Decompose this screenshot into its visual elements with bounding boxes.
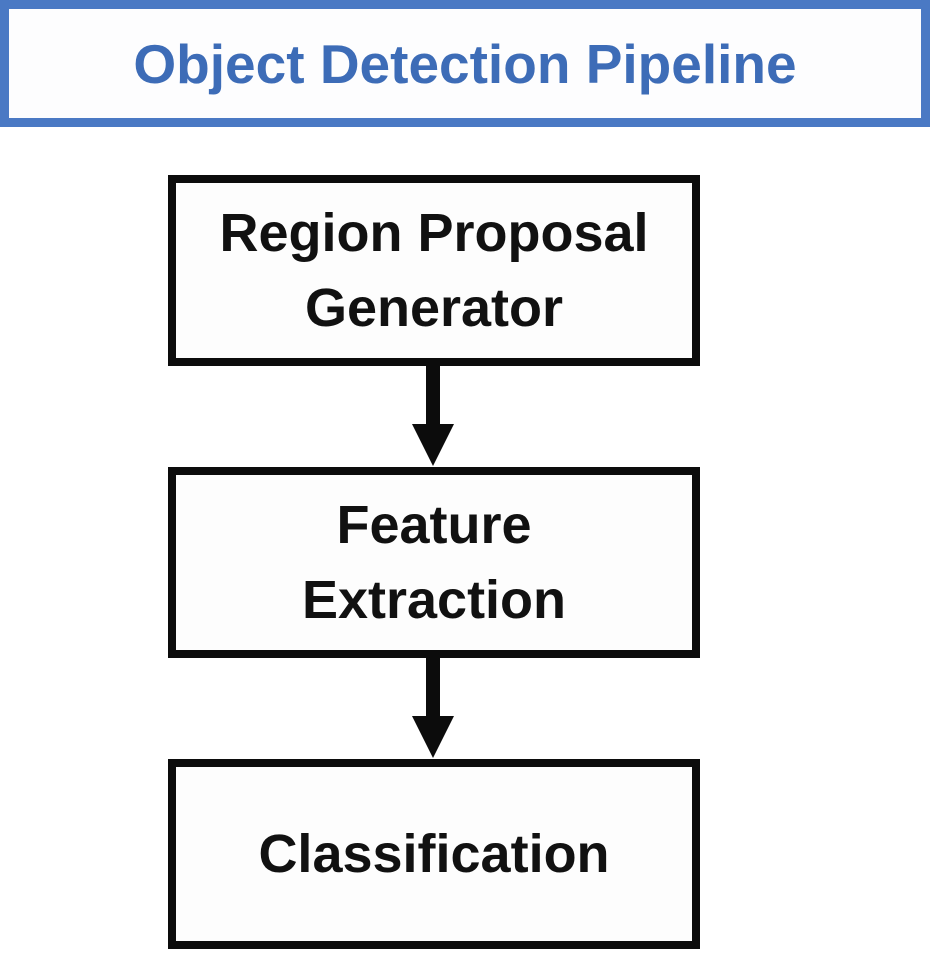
arrow-down-icon — [412, 656, 454, 758]
node-label: Feature Extraction — [301, 494, 567, 630]
node-region-proposal-generator: Region Proposal Generator — [168, 175, 700, 366]
arrow-down-icon — [412, 364, 454, 466]
node-label: Region Proposal Generator — [219, 202, 649, 338]
node-label: Classification — [258, 823, 610, 884]
page-title: Object Detection Pipeline — [133, 32, 797, 95]
node-classification: Classification — [168, 759, 700, 949]
title-banner: Object Detection Pipeline — [0, 0, 930, 127]
node-feature-extraction: Feature Extraction — [168, 467, 700, 658]
